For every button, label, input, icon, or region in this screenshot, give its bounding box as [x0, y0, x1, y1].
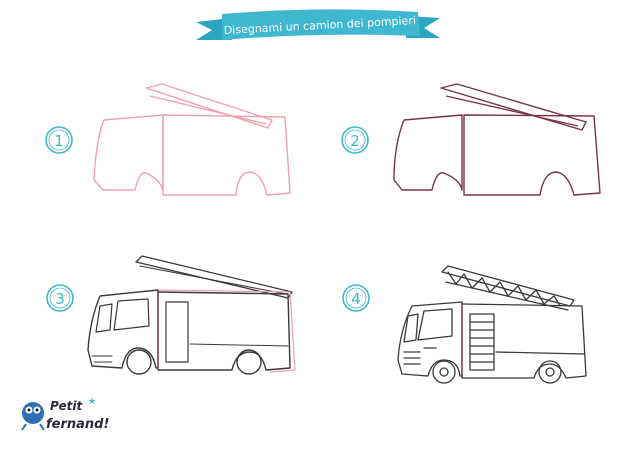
- step-4-sketch: [397, 265, 587, 384]
- step-2: 2: [341, 83, 601, 196]
- step-3-sketch: [87, 255, 296, 375]
- logo-line-2: fernand!: [46, 417, 109, 432]
- step-1-sketch: [93, 83, 291, 196]
- step-4-number: 4: [351, 290, 361, 308]
- step-4-badge: [342, 284, 370, 312]
- step-1-badge: [45, 126, 73, 154]
- step-3-badge: [46, 284, 74, 312]
- step-2-sketch: [393, 83, 601, 196]
- step-3: 3: [46, 255, 296, 375]
- step-4: 4: [342, 265, 587, 384]
- star-icon: ★: [88, 397, 96, 407]
- step-1-number: 1: [54, 132, 64, 150]
- mascot-icon: [22, 402, 44, 424]
- step-2-number: 2: [350, 132, 360, 150]
- step-2-badge: [341, 126, 369, 154]
- step-1: 1: [45, 83, 291, 196]
- step-3-number: 3: [55, 290, 65, 308]
- logo-line-1: Petit: [50, 399, 83, 413]
- petit-fernand-logo: Petit fernand! ★: [21, 397, 109, 432]
- title-banner: Disegnami un camion dei pompieri: [196, 9, 440, 40]
